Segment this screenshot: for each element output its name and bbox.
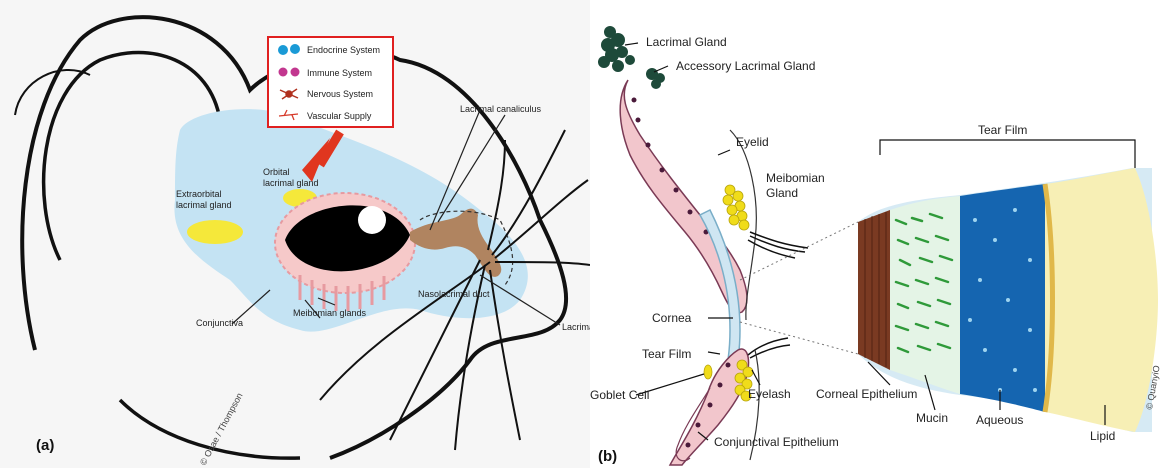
- label-conjunctiva: Conjunctiva: [196, 318, 243, 328]
- legend-vascular: Vascular Supply: [307, 111, 372, 121]
- label-goblet-cell: Goblet Cell: [590, 388, 649, 402]
- label-eyelash: Eyelash: [748, 387, 791, 401]
- label-cornea: Cornea: [652, 311, 692, 325]
- panel-label-b: (b): [598, 448, 617, 465]
- label-corneal-epithelium: Corneal Epithelium: [816, 387, 917, 401]
- label-meibomian: Meibomian glands: [293, 308, 367, 318]
- label-lipid: Lipid: [1090, 429, 1115, 443]
- label-lacrimal-cut: Lacrima: [562, 322, 590, 332]
- legend-nervous: Nervous System: [307, 89, 373, 99]
- label-tear-film: Tear Film: [642, 347, 691, 361]
- eye-highlight: [358, 206, 386, 234]
- label-extraorbital-2: lacrimal gland: [176, 200, 232, 210]
- tear-film-diagram: Lacrimal Gland Accessory Lacrimal Gland …: [590, 0, 1162, 468]
- label-canaliculus: Lacrimal canaliculus: [460, 104, 542, 114]
- meibomian-gland-upper: [723, 185, 749, 230]
- label-nasolacrimal: Nasolacrimal duct: [418, 289, 490, 299]
- panel-b-tear-film: Lacrimal Gland Accessory Lacrimal Gland …: [590, 0, 1162, 468]
- legend-immune: Immune System: [307, 68, 372, 78]
- aqueous-layer: [960, 184, 1045, 412]
- mucin-layer: [890, 196, 960, 394]
- label-extraorbital-1: Extraorbital: [176, 189, 222, 199]
- label-orbital-1: Orbital: [263, 167, 290, 177]
- corneal-epithelium-layer: [858, 210, 890, 370]
- label-mucin: Mucin: [916, 411, 948, 425]
- label-tear-film-top: Tear Film: [978, 123, 1027, 137]
- label-accessory-lacrimal-gland: Accessory Lacrimal Gland: [676, 59, 815, 73]
- tear-film-bracket: [880, 140, 1135, 168]
- legend-endocrine: Endocrine System: [307, 45, 380, 55]
- panel-label-a: (a): [36, 437, 54, 454]
- mouse-head-diagram: Endocrine System Immune System Nervous S…: [0, 0, 590, 468]
- label-meibomian-2: Gland: [766, 186, 798, 200]
- extraorbital-lacrimal-gland: [187, 220, 243, 244]
- label-meibomian-1: Meibomian: [766, 171, 825, 185]
- lacrimal-gland-shape: [598, 26, 635, 72]
- label-orbital-2: lacrimal gland: [263, 178, 319, 188]
- label-lacrimal-gland: Lacrimal Gland: [646, 35, 727, 49]
- label-aqueous: Aqueous: [976, 413, 1023, 427]
- label-conjunctival-epithelium: Conjunctival Epithelium: [714, 435, 839, 449]
- lipid-layer: [1045, 168, 1158, 432]
- zoom-lines: [740, 222, 858, 354]
- panel-a-mouse-eye: Endocrine System Immune System Nervous S…: [0, 0, 590, 468]
- eyelashes-lower: [748, 338, 790, 358]
- goblet-cell: [704, 365, 712, 379]
- label-eyelid: Eyelid: [736, 135, 769, 149]
- eyelashes-upper: [748, 232, 808, 258]
